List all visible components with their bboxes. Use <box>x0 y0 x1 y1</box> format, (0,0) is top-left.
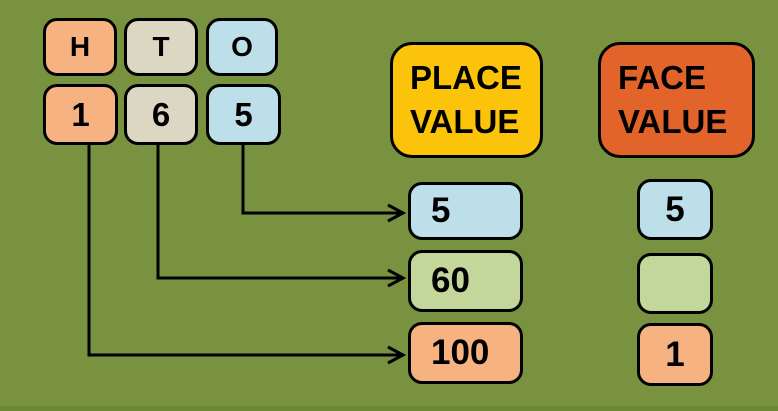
letter-box-hundreds: H <box>43 18 117 76</box>
bottom-edge-strip <box>0 406 778 411</box>
arrow-hundreds-to-place-value <box>87 144 407 365</box>
face-value-item-hundreds: 1 <box>637 323 713 386</box>
letter-box-tens: T <box>124 18 198 76</box>
arrow-tens-to-place-value <box>156 144 407 288</box>
place-value-item-hundreds: 100 <box>408 322 523 384</box>
digit-box-tens: 6 <box>124 84 198 145</box>
place-value-header: PLACE VALUE <box>390 42 543 158</box>
face-value-header-label: FACE VALUE <box>618 59 728 140</box>
digit-box-ones: 5 <box>206 84 281 145</box>
face-value-item-tens <box>637 253 713 314</box>
place-value-item-tens: 60 <box>408 250 523 312</box>
place-value-item-ones: 5 <box>408 182 523 240</box>
face-value-item-ones: 5 <box>637 179 713 240</box>
letter-box-ones: O <box>206 18 278 76</box>
place-value-header-label: PLACE VALUE <box>410 59 522 140</box>
digit-box-hundreds: 1 <box>43 84 118 145</box>
face-value-header: FACE VALUE <box>598 42 755 158</box>
arrow-ones-to-place-value <box>241 144 407 223</box>
